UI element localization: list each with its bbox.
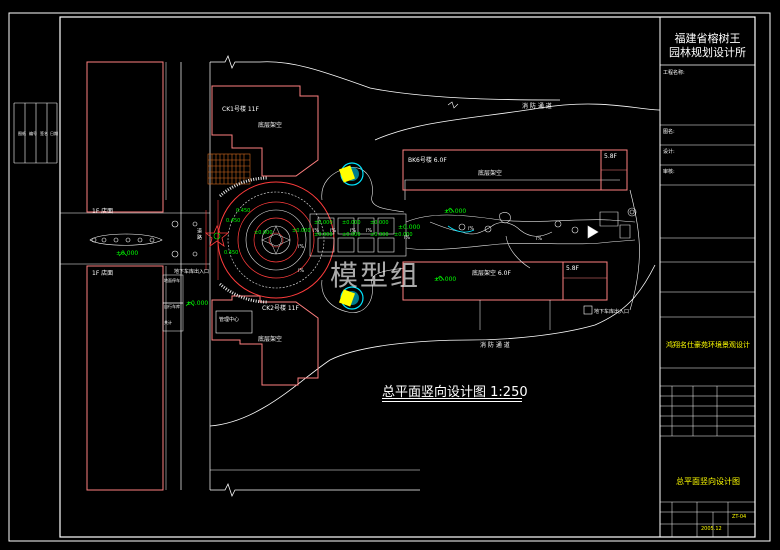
pavilion-south	[338, 286, 364, 310]
svg-text:±0.000: ±0.000	[370, 232, 389, 238]
company-name-line2: 园林规划设计所	[669, 46, 746, 59]
svg-text:i%: i%	[298, 268, 304, 274]
drawing-date: 2005.12	[701, 526, 722, 532]
svg-text:±0.000: ±0.000	[314, 232, 333, 238]
outer-frame	[8, 12, 771, 542]
shop-building-south	[86, 265, 164, 491]
svg-text:±0.000: ±0.000	[342, 232, 361, 238]
drawing-name: 总平面竖向设计图	[676, 477, 740, 486]
label-management-center: 管理中心	[219, 317, 240, 323]
label-ck1: CK1号楼 11F	[222, 106, 259, 113]
svg-text:i%: i%	[350, 228, 356, 234]
elevation-street: ±0.000	[186, 300, 209, 307]
company-name-line1: 福建省榕树王	[674, 32, 741, 45]
label-road-south: 消 防 通 道	[480, 342, 510, 349]
svg-text:±0.000: ±0.000	[370, 220, 389, 226]
field-label-drawing: 图名:	[663, 129, 675, 135]
label-ck2-sub: 底层架空	[258, 336, 283, 343]
label-building-6: 底层架空 6.0F	[472, 270, 511, 277]
label-building-7: 5.8F	[566, 265, 579, 272]
pavilion-north	[338, 162, 364, 186]
label-shop-2: 1F 店面	[92, 270, 114, 277]
svg-text:编号: 编号	[29, 130, 37, 136]
field-label-project: 工程名称:	[663, 70, 685, 76]
label-building-5: 5.8F	[604, 153, 617, 160]
label-bk6: BK6号楼 6.0F	[408, 157, 447, 164]
svg-text:0.450: 0.450	[224, 250, 238, 256]
title-underline	[382, 398, 522, 402]
field-label-design: 设计:	[663, 149, 675, 155]
svg-text:i%: i%	[298, 244, 304, 250]
svg-text:±0.000: ±0.000	[254, 230, 273, 236]
shop-building-north	[86, 61, 164, 213]
field-label-review: 审核:	[663, 169, 675, 175]
label-street: 道 路	[196, 228, 202, 240]
elevation-axis: ±0.000	[398, 224, 421, 231]
watermark-text: 模型组	[330, 259, 421, 292]
inner-frame	[59, 16, 756, 538]
drawing-title-text: 总平面竖向设计图	[382, 385, 487, 400]
svg-text:i%: i%	[366, 228, 372, 234]
svg-text:i%: i%	[404, 235, 410, 241]
label-info-1: 地面停车	[164, 278, 180, 283]
svg-text:图纸: 图纸	[18, 130, 26, 136]
svg-text:i%: i%	[536, 236, 542, 242]
svg-text:±0.000: ±0.000	[314, 220, 333, 226]
sheet-number: ZT-04	[732, 514, 747, 520]
svg-text:i%: i%	[468, 226, 474, 232]
central-plaza	[205, 176, 335, 304]
label-parking-exit: 地下车库出入口	[594, 309, 630, 315]
ck1-building	[211, 85, 319, 177]
drawing-title: 总平面竖向设计图 1:250	[382, 381, 528, 400]
label-ck2: CK2号楼 11F	[262, 305, 299, 312]
label-info-2: 自行车库	[164, 304, 180, 309]
drawing-scale: 1:250	[490, 385, 528, 400]
elevation-garden-north: ±0.000	[444, 208, 467, 215]
management-center	[215, 310, 253, 334]
ck2-building	[211, 295, 319, 386]
svg-text:0.450: 0.450	[236, 208, 250, 214]
svg-text:i%: i%	[313, 228, 319, 234]
label-parking-entry: 地下车库出入口	[174, 269, 210, 275]
label-bk6-sub: 底层架空	[478, 170, 503, 177]
elevation-garden-south: ±0.000	[434, 276, 457, 283]
svg-text:签名: 签名	[40, 130, 48, 136]
svg-text:0.450: 0.450	[226, 218, 240, 224]
label-ck1-sub: 底层架空	[258, 122, 283, 129]
svg-text:±0.000: ±0.000	[342, 220, 361, 226]
label-shop-1: 1F 店面	[92, 208, 114, 215]
label-info-3: 共计	[164, 320, 172, 325]
svg-text:i%: i%	[330, 228, 336, 234]
svg-text:±0.000: ±0.000	[292, 228, 311, 234]
svg-text:±0.000: ±0.000	[394, 232, 413, 238]
svg-text:日期: 日期	[50, 130, 58, 136]
project-name: 鸿翔名仕豪苑环境景观设计	[666, 341, 750, 349]
label-road-north: 消 防 通 道	[522, 103, 552, 110]
elevation-entrance: ±0.000	[116, 250, 139, 257]
